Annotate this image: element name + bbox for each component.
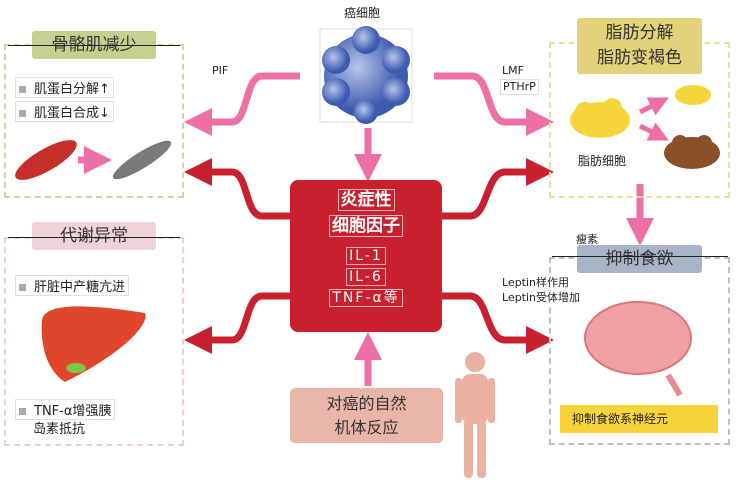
bullet-protein-synthesis: 肌蛋白合成↓ bbox=[15, 101, 114, 122]
arrow-to-fat bbox=[442, 158, 554, 220]
metabolism-title: 代谢异常 bbox=[32, 222, 156, 250]
natural-response-box: 对癌的自然 机体反应 bbox=[290, 388, 443, 443]
lmf-label: LMF bbox=[500, 64, 526, 78]
fat-cell-label: 脂肪细胞 bbox=[578, 154, 627, 168]
arrow-to-metabolism bbox=[184, 292, 290, 354]
cancer-cell-icon bbox=[319, 26, 413, 124]
fat-cell-icon bbox=[570, 98, 630, 138]
appetite-neuron-label: 抑制食欲系神经元 bbox=[560, 405, 718, 433]
fat-title: 脂肪分解 脂肪变褐色 bbox=[577, 18, 702, 74]
pthrp-label: PTHrP bbox=[500, 79, 539, 95]
healthy-muscle-icon bbox=[15, 140, 77, 180]
arrow-pif bbox=[184, 72, 300, 136]
cytokine-tnf: TNF-α等 bbox=[329, 289, 403, 307]
cytokine-il1: IL-1 bbox=[346, 247, 386, 265]
cancer-cell-label: 癌细胞 bbox=[344, 6, 381, 20]
arrow-fat-small bbox=[638, 97, 669, 116]
natural-response-line1: 对癌的自然 bbox=[326, 394, 407, 413]
natural-response-line2: 机体反应 bbox=[334, 418, 399, 437]
bullet-insulin-resistance: TNF-α增强胰 bbox=[15, 399, 116, 420]
arrow-lmf bbox=[434, 72, 554, 136]
cytokines-title-2: 细胞因子 bbox=[329, 215, 403, 237]
cytokines-title-1: 炎症性 bbox=[337, 189, 395, 211]
leptin-receptor-label: Leptin受体增加 bbox=[500, 291, 583, 305]
bullet-gluconeogenesis: 肝脏中产糖亢进 bbox=[15, 275, 130, 296]
brain-icon bbox=[584, 301, 692, 397]
small-fat-cell-icon bbox=[675, 85, 711, 105]
arrow-fat-brown bbox=[638, 122, 669, 141]
insulin-resistance-cont: 岛素抵抗 bbox=[33, 422, 86, 437]
pif-label: PIF bbox=[210, 64, 231, 78]
brown-fat-cell-icon bbox=[664, 135, 720, 169]
liver-icon bbox=[41, 306, 146, 382]
leptin-label: 瘦素 bbox=[576, 233, 598, 246]
arrow-to-muscle bbox=[184, 158, 290, 220]
leptin-like-label: Leptin样作用 bbox=[500, 276, 572, 290]
bullet-protein-breakdown: 肌蛋白分解↑ bbox=[15, 77, 114, 98]
fat-title-2: 脂肪变褐色 bbox=[597, 48, 682, 68]
cytokine-il6: IL-6 bbox=[346, 268, 386, 286]
fat-title-1: 脂肪分解 bbox=[605, 23, 674, 43]
arrow-to-appetite bbox=[442, 292, 554, 354]
atrophied-muscle-icon bbox=[112, 140, 172, 180]
human-silhouette-icon bbox=[455, 352, 495, 478]
inflammatory-cytokines-box: 炎症性 细胞因子 IL-1 IL-6 TNF-α等 bbox=[290, 180, 442, 332]
appetite-title: 抑制食欲 bbox=[577, 245, 702, 273]
